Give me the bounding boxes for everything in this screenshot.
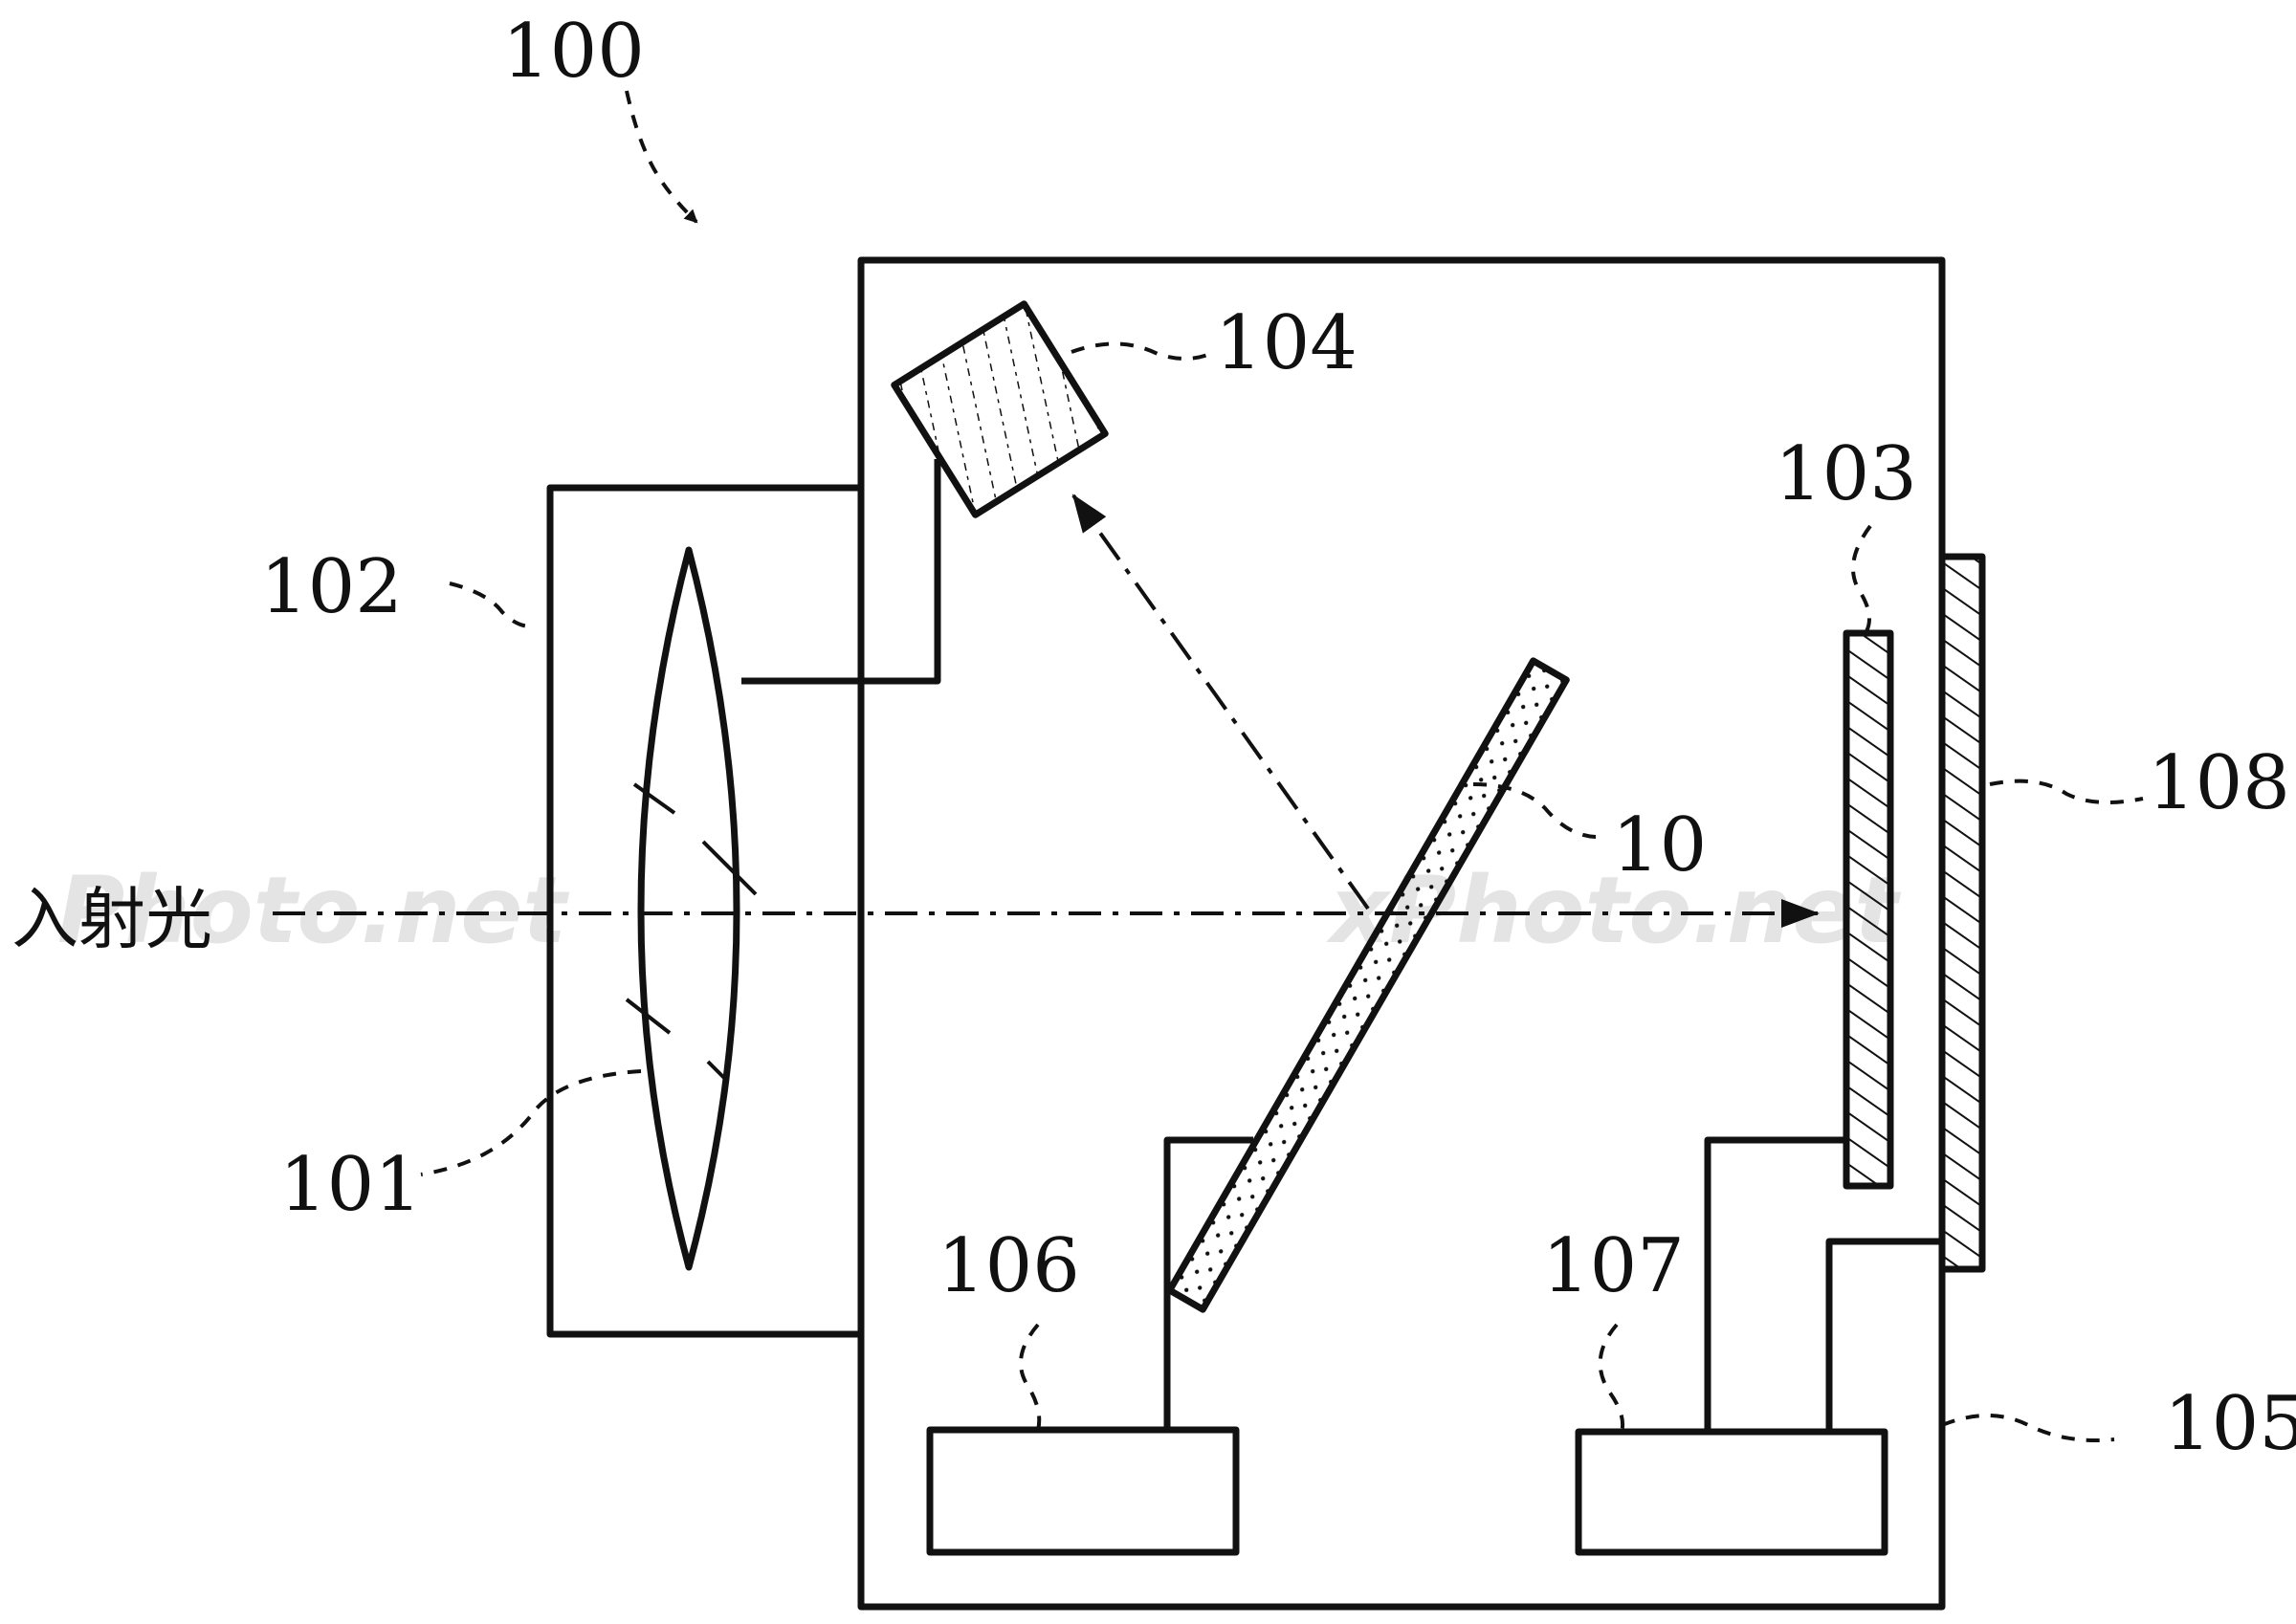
leader-104 — [1071, 341, 1211, 361]
lens-detail-marks — [625, 782, 758, 1083]
system-leader-100 — [625, 90, 698, 224]
label-102: 102 — [260, 544, 403, 630]
rear-panel-108-fill — [1942, 557, 1982, 1269]
prism-mount-step — [741, 459, 941, 685]
sensor-103 — [1843, 629, 1894, 1190]
sensor-103-fill — [1846, 633, 1890, 1186]
unit-106 — [926, 1426, 1240, 1556]
lens-barrel-102 — [546, 484, 861, 1338]
label-101: 101 — [279, 1142, 422, 1228]
label-incident-light: 入射光 — [11, 880, 212, 958]
mirror-10 — [1166, 657, 1570, 1313]
panel-bracket — [1825, 1238, 1942, 1432]
reflected-ray — [1071, 494, 1370, 911]
leader-103 — [1851, 524, 1872, 635]
sensor-bracket — [1704, 1136, 1846, 1432]
leader-102 — [449, 582, 532, 628]
label-103: 103 — [1775, 431, 1917, 517]
leader-108 — [1989, 779, 2144, 804]
viewfinder-prism-104 — [891, 300, 1109, 518]
label-10: 10 — [1612, 802, 1707, 889]
label-100: 100 — [502, 9, 645, 95]
label-107: 107 — [1542, 1223, 1685, 1309]
leader-10 — [1472, 782, 1599, 839]
label-105: 105 — [2164, 1381, 2296, 1467]
unit-107 — [1575, 1428, 1888, 1556]
label-108: 108 — [2148, 740, 2290, 826]
leader-105 — [1941, 1414, 2115, 1442]
lens-101 — [637, 546, 740, 1271]
mirror-bracket — [1163, 1136, 1253, 1430]
label-106: 106 — [938, 1223, 1080, 1309]
leader-106 — [1019, 1323, 1042, 1431]
watermark-left: Photo.net — [57, 857, 569, 964]
leader-101 — [420, 1069, 642, 1176]
label-104: 104 — [1215, 300, 1358, 386]
leader-107 — [1598, 1323, 1625, 1433]
rear-panel-108 — [1938, 553, 1986, 1273]
